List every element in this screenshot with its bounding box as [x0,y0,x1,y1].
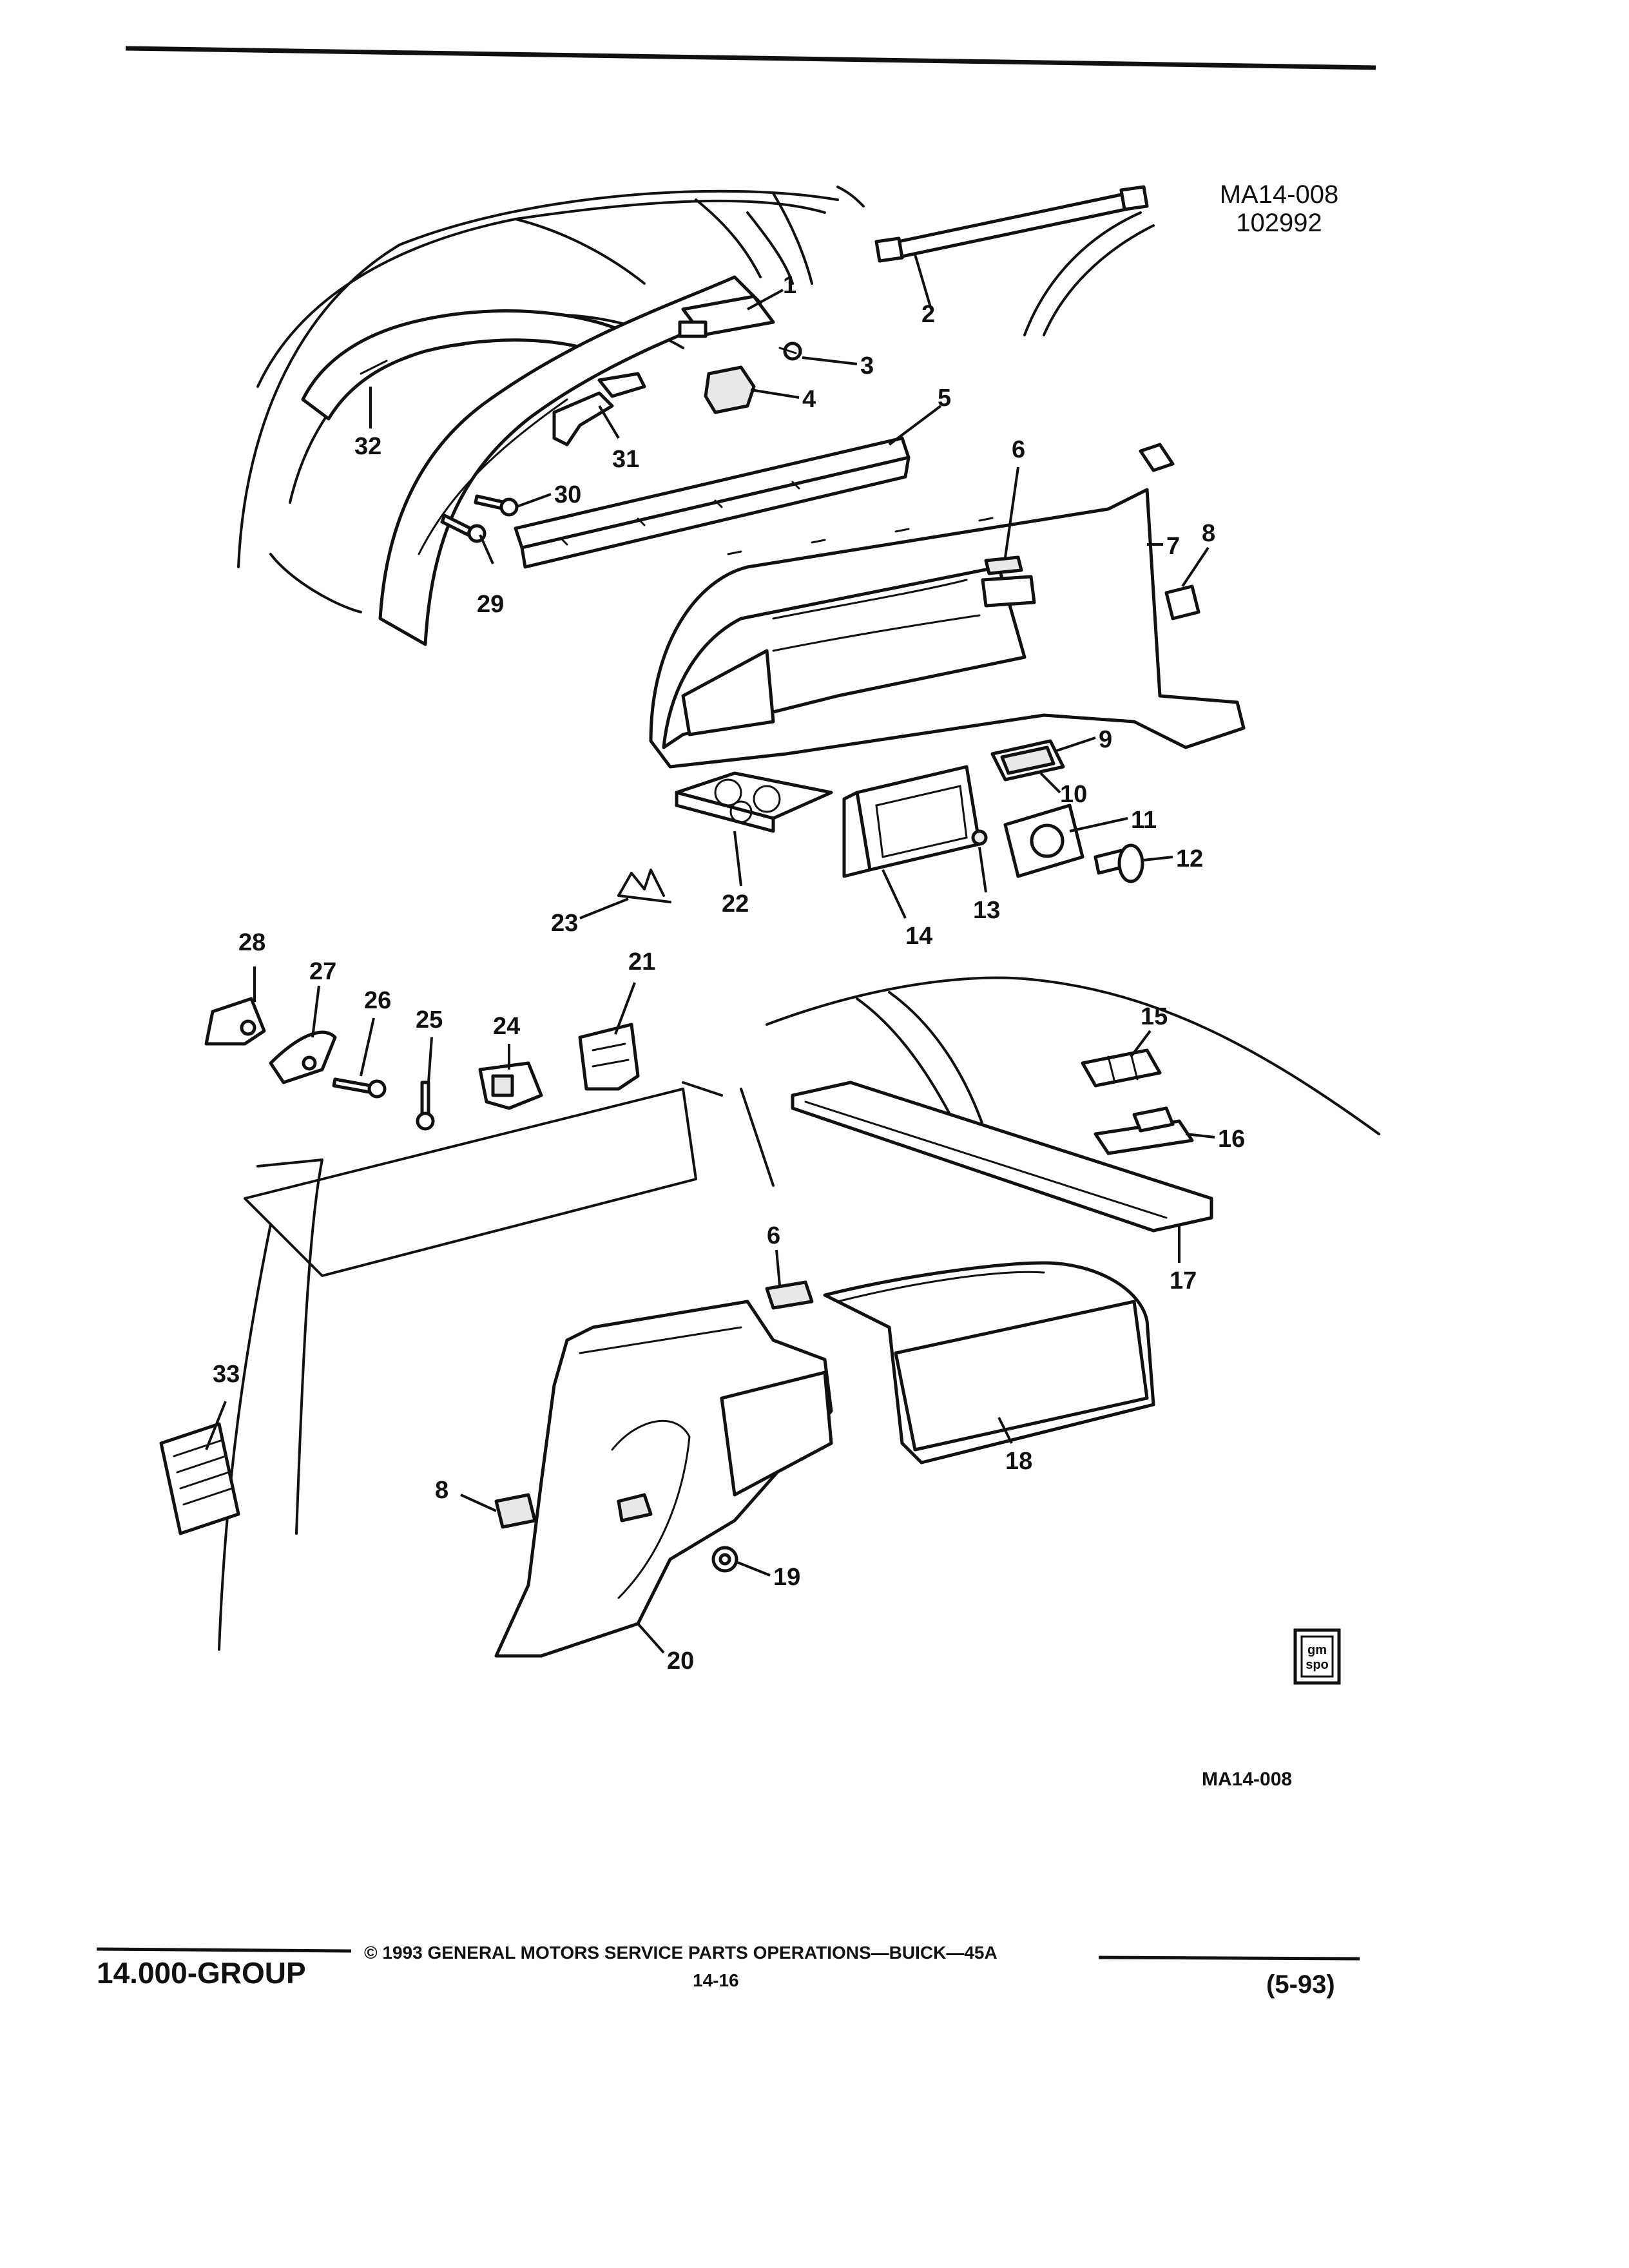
part-31-bracket [552,372,646,447]
part-19-washer [711,1546,738,1573]
callout-31: 31 [612,446,639,473]
callout-32: 32 [354,433,381,460]
part-14-storage-box [842,765,981,878]
figure-ref-code: MA14-008 [1219,180,1339,209]
callout-21: 21 [628,948,655,975]
part-1-pillar-trim [378,275,775,646]
callout-25: 25 [416,1006,443,1033]
footer-copyright: © 1993 GENERAL MOTORS SERVICE PARTS OPER… [364,1943,998,1963]
gm-spo-logo: gm spo [1293,1628,1341,1685]
figure-reference: MA14-008 102992 [1202,180,1356,237]
callout-14: 14 [905,923,932,950]
part-16-bracket [1094,1106,1194,1155]
part-20-lower-quarter-trim [494,1300,833,1658]
quarter-window-edge [1023,211,1155,336]
part-27-cover [269,1030,337,1084]
part-3-screw [778,341,802,361]
callout-10: 10 [1060,781,1087,808]
callout-8: 8 [1202,520,1215,547]
svg-text:spo: spo [1306,1658,1329,1672]
callout-19: 19 [773,1564,800,1591]
part-6-clip-lower [765,1280,814,1310]
part-23-spring-clip [617,869,671,903]
lower-body-outline [218,976,1380,1651]
part-6-clip-upper [981,555,1036,608]
callout-2: 2 [921,301,935,328]
callout-23: 23 [551,910,578,937]
part-11-bracket [1003,803,1084,878]
svg-text:gm: gm [1307,1643,1327,1657]
footer-group: 14.000-GROUP [97,1956,306,1990]
part-33-vent-grille [159,1422,240,1535]
callout-18: 18 [1005,1448,1032,1475]
part-12-knob [1094,843,1144,883]
part-8-plug-upper [1164,584,1200,620]
leader-lines [205,254,1215,1654]
callout-6-lower: 6 [767,1222,780,1249]
callout-24: 24 [493,1013,520,1040]
callout-20: 20 [667,1648,694,1675]
part-24-catch [478,1061,543,1110]
callout-16: 16 [1218,1126,1245,1153]
figure-ref-date: 102992 [1236,209,1322,237]
part-15-hinge [1081,1048,1162,1088]
footer-page-number: 14-16 [693,1970,739,1990]
part-17-long-rail [791,1081,1213,1233]
callout-12: 12 [1176,845,1203,872]
part-25-screw [416,1081,435,1131]
callout-26: 26 [364,987,391,1014]
callout-15: 15 [1141,1003,1168,1030]
part-7-quarter-trim [649,443,1246,769]
callout-5: 5 [938,385,951,412]
callout-8-lower: 8 [435,1477,448,1504]
part-9-10-latch [990,739,1065,782]
part-13-screw [971,829,988,846]
callout-27: 27 [309,958,336,985]
callout-7: 7 [1166,533,1180,560]
part-2-upper-rail [874,185,1149,263]
top-rule [125,46,1376,70]
part-4-nut [704,365,756,414]
callout-labels: 1 2 3 4 5 6 7 8 9 10 11 12 13 14 15 16 1… [213,272,1245,1675]
callout-6: 6 [1012,436,1025,463]
callout-22: 22 [722,890,749,918]
callout-3: 3 [860,352,874,380]
callout-33: 33 [213,1361,240,1388]
callout-1: 1 [783,272,796,299]
part-18-wheelhouse-trim [823,1261,1155,1465]
upper-body-outline [237,186,865,613]
footer-rule-right [1098,1956,1360,1961]
footer-revision: (5-93) [1266,1970,1335,1999]
callout-13: 13 [973,897,1000,924]
callout-17: 17 [1170,1267,1197,1294]
footer-rule-left [96,1947,352,1953]
callout-29: 29 [477,591,504,618]
callout-30: 30 [554,481,581,508]
part-8-plug-lower [494,1493,537,1529]
part-30-screw [474,494,519,517]
part-21-latch [578,1023,640,1091]
part-22-cupholder-tray [675,771,833,833]
callout-11: 11 [1131,807,1157,834]
part-28-bracket [204,997,266,1046]
part-5-channel [514,436,911,569]
figure-code-bottom: MA14-008 [1202,1769,1293,1790]
callout-9: 9 [1099,726,1112,753]
callout-4: 4 [802,386,816,413]
part-26-screw [332,1077,387,1099]
callout-28: 28 [238,929,265,956]
